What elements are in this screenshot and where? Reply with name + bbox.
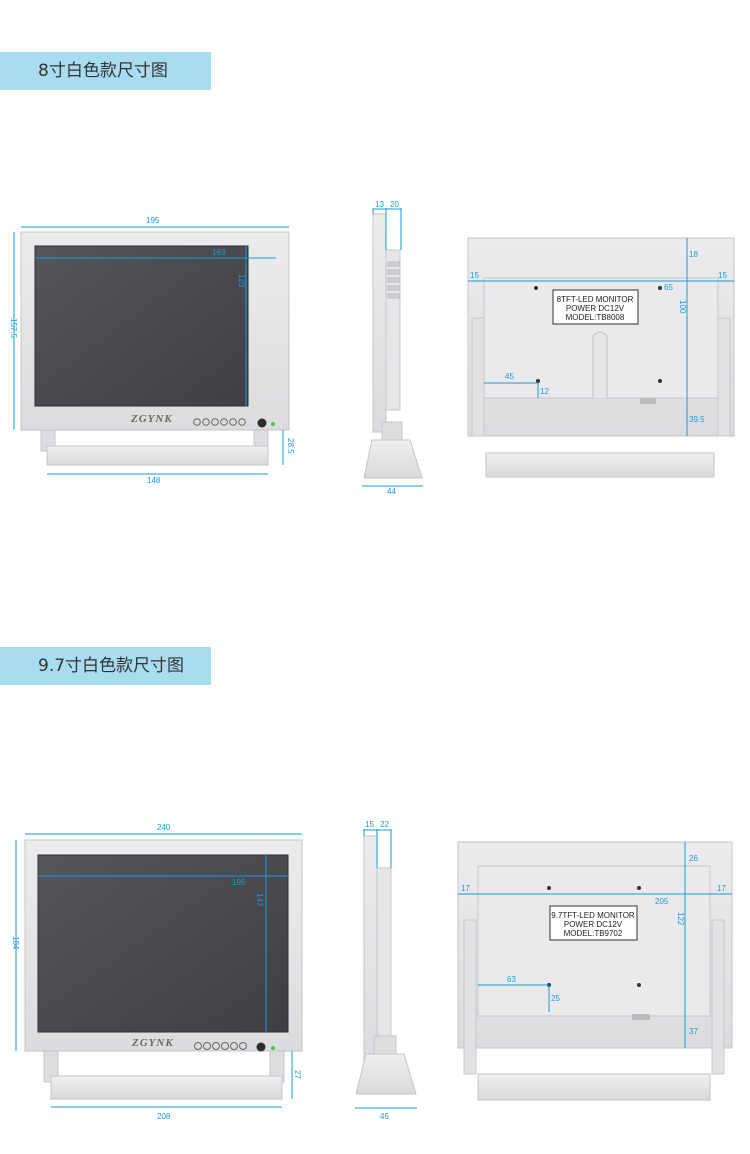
dim-panel-width: 205 [655,897,669,906]
label-line-2: POWER DC12V [564,920,623,929]
front-buttons [193,418,275,428]
label-line-3: MODEL:TB9702 [564,929,623,938]
dim-base-depth: 45 [380,1112,389,1121]
stand-base [46,445,269,466]
stand-base [50,1075,283,1100]
section-title-9-7inch: 9.7寸白色款尺寸图 [0,647,211,685]
dim-base-width: 208 [157,1112,171,1121]
dim-back-top: 18 [689,250,698,259]
label-line-2: POWER DC12V [566,304,625,313]
dim-hole-offset-x: 45 [505,372,514,381]
dim-base-width: 148 [147,476,161,485]
power-button [257,418,267,428]
dim-stand-height: 27 [293,1070,302,1079]
dim-panel-height: 100 [678,300,687,314]
dim-hole-offset-x: 63 [507,975,516,984]
dim-back-top: 26 [689,854,698,863]
power-led [271,1046,275,1050]
dim-back-left: 17 [461,884,470,893]
dim-back-left: 15 [470,271,479,280]
dim-screen-width: 195 [232,878,246,887]
dim-height: 157.5 [9,318,18,339]
dim-panel-height: 122 [676,912,685,926]
dim-back-right: 17 [717,884,726,893]
dim-base-depth: 44 [387,487,396,496]
dim-screen-width: 163 [212,248,226,257]
power-button [256,1042,266,1052]
back-view-8inch: 8TFT-LED MONITOR POWER DC12V MODEL:TB800… [467,237,735,478]
brand-logo: ZGYNK [131,1037,174,1049]
front-view-9-7inch: ZGYNK 240 184 195 147 27 208 [11,823,303,1121]
dim-back-right: 15 [718,271,727,280]
dim-depth-a: 15 [365,820,374,829]
dim-width: 195 [146,216,160,225]
side-view-8inch: 13 20 44 [362,200,423,496]
front-view-8inch: ZGYNK 195 157.5 163 123 28.5 148 [9,216,295,485]
dim-depth-b: 22 [380,820,389,829]
dim-depth-a: 13 [375,200,384,209]
dim-screen-height: 123 [237,274,246,288]
spec-label [552,289,639,325]
side-view-9-7inch: 15 22 45 [355,820,417,1121]
dim-depth-b: 20 [390,200,399,209]
spec-label [549,905,638,941]
dim-back-bottom: 37 [689,1027,698,1036]
back-view-9-7inch: 9.7TFT-LED MONITOR POWER DC12V MODEL:TB9… [457,841,733,1101]
power-led [271,422,275,426]
dim-hole-offset-y: 12 [540,387,549,396]
section-title-8inch: 8寸白色款尺寸图 [0,52,211,90]
dim-screen-height: 147 [255,893,264,907]
dim-hole-offset-y: 25 [551,994,560,1003]
label-line-1: 8TFT-LED MONITOR [557,295,634,304]
monitor-screen [34,245,249,407]
label-line-3: MODEL:TB8008 [566,313,625,322]
dim-height: 184 [11,936,20,950]
monitor-screen [37,854,289,1033]
brand-logo: ZGYNK [130,413,173,425]
dim-hole-spacing: 65 [664,283,673,292]
dim-width: 240 [157,823,171,832]
dim-back-bottom: 39.5 [689,415,705,424]
label-line-1: 9.7TFT-LED MONITOR [551,911,635,920]
dim-stand-height: 28.5 [286,438,295,454]
front-buttons [194,1042,275,1052]
